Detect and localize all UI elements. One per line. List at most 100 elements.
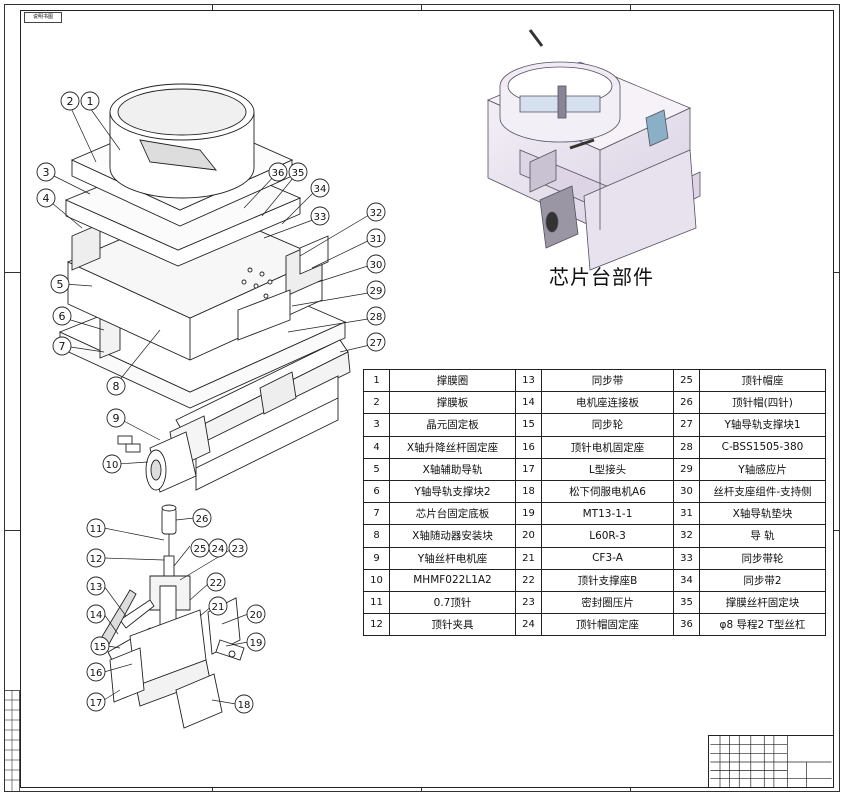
balloon: 10 xyxy=(102,454,122,474)
assembly-caption: 芯片台部件 xyxy=(549,265,654,289)
part-name: Y轴导轨支撑块1 xyxy=(699,413,826,437)
part-name: 同步带轮 xyxy=(699,546,826,570)
part-number: 29 xyxy=(673,457,700,481)
border-tick xyxy=(212,4,213,10)
border-tick xyxy=(421,4,422,10)
part-number: 4 xyxy=(363,435,390,459)
part-name: 电机座连接板 xyxy=(541,391,674,415)
ejector-assembly-view xyxy=(99,504,245,729)
part-number: 9 xyxy=(363,546,390,570)
part-name: X轴辅助导轨 xyxy=(389,457,516,481)
balloon: 30 xyxy=(366,254,386,274)
svg-text:10: 10 xyxy=(106,460,119,471)
part-number: 3 xyxy=(363,413,390,437)
part-name: Y轴导轨支撑块2 xyxy=(389,479,516,504)
svg-text:33: 33 xyxy=(314,212,327,223)
balloon: 21 xyxy=(208,596,228,616)
part-name: MT13-1-1 xyxy=(541,502,674,526)
part-number: 26 xyxy=(673,391,700,415)
balloon: 14 xyxy=(86,604,106,624)
part-number: 27 xyxy=(673,413,700,437)
balloon: 5 xyxy=(50,274,70,294)
part-number: 12 xyxy=(363,613,390,637)
balloon: 13 xyxy=(86,576,106,596)
svg-text:23: 23 xyxy=(232,544,245,555)
part-name: X轴导轨垫块 xyxy=(699,502,826,526)
part-number: 25 xyxy=(673,368,700,393)
part-name: Y轴丝杆电机座 xyxy=(389,546,516,570)
title-block xyxy=(708,735,834,788)
balloon: 34 xyxy=(310,178,330,198)
part-number: 34 xyxy=(673,568,700,592)
svg-text:9: 9 xyxy=(113,412,120,425)
part-name: 0.7顶针 xyxy=(389,590,516,615)
svg-text:16: 16 xyxy=(90,668,103,679)
part-name: X轴升降丝杆固定座 xyxy=(389,435,516,459)
balloon: 12 xyxy=(86,548,106,568)
balloon: 8 xyxy=(106,376,126,396)
part-number: 20 xyxy=(515,524,542,548)
balloon: 19 xyxy=(246,632,266,652)
part-name: L60R-3 xyxy=(541,524,674,548)
balloon: 9 xyxy=(106,408,126,428)
balloon: 22 xyxy=(206,572,226,592)
balloon: 27 xyxy=(366,332,386,352)
part-number: 11 xyxy=(363,590,390,615)
svg-text:27: 27 xyxy=(370,338,383,349)
part-name: 顶针夹具 xyxy=(389,613,516,637)
svg-text:29: 29 xyxy=(370,286,383,297)
svg-text:1: 1 xyxy=(87,95,94,108)
svg-text:19: 19 xyxy=(250,638,263,649)
balloon: 1 xyxy=(80,91,100,111)
balloon: 6 xyxy=(52,306,72,326)
part-number: 13 xyxy=(515,368,542,393)
part-name: CF3-A xyxy=(541,546,674,570)
border-tick xyxy=(4,530,20,531)
part-name: 顶针帽座 xyxy=(699,368,826,393)
border-tick xyxy=(630,4,631,10)
part-number: 35 xyxy=(673,590,700,615)
exploded-assembly-view xyxy=(58,83,351,493)
part-number: 21 xyxy=(515,546,542,570)
balloon: 18 xyxy=(234,694,254,714)
balloon: 29 xyxy=(366,280,386,300)
inner-border xyxy=(20,10,834,788)
corner-tag: 说明书图 xyxy=(24,12,62,23)
part-name: X轴随动器安装块 xyxy=(389,524,516,548)
balloon: 31 xyxy=(366,228,386,248)
part-name: 密封圈压片 xyxy=(541,590,674,615)
part-name: MHMF022L1A2 xyxy=(389,568,516,592)
balloon: 35 xyxy=(288,162,308,182)
part-name: 芯片台固定底板 xyxy=(389,502,516,526)
part-balloons: 1 2 3 4 5 6 7 8 9 10 11 12 13 14 15 16 1… xyxy=(36,91,386,714)
part-name: C-BSS1505-380 xyxy=(699,435,826,459)
part-number: 1 xyxy=(363,368,390,393)
part-number: 8 xyxy=(363,524,390,548)
outer-border xyxy=(4,4,840,792)
balloon: 33 xyxy=(310,206,330,226)
balloon: 32 xyxy=(366,202,386,222)
balloon: 25 xyxy=(190,538,210,558)
part-name: 丝杆支座组件-支持侧 xyxy=(699,479,826,504)
part-number: 5 xyxy=(363,457,390,481)
part-name: 顶针电机固定座 xyxy=(541,435,674,459)
border-tick xyxy=(630,788,631,792)
svg-text:14: 14 xyxy=(90,610,103,621)
part-number: 28 xyxy=(673,435,700,459)
balloon: 26 xyxy=(192,508,212,528)
part-number: 30 xyxy=(673,479,700,504)
part-name: φ8 导程2 T型丝杠 xyxy=(699,613,826,637)
balloon: 23 xyxy=(228,538,248,558)
part-name: 顶针支撑座B xyxy=(541,568,674,592)
svg-text:34: 34 xyxy=(314,184,327,195)
part-name: 撑膜板 xyxy=(389,391,516,415)
svg-text:21: 21 xyxy=(212,602,225,613)
